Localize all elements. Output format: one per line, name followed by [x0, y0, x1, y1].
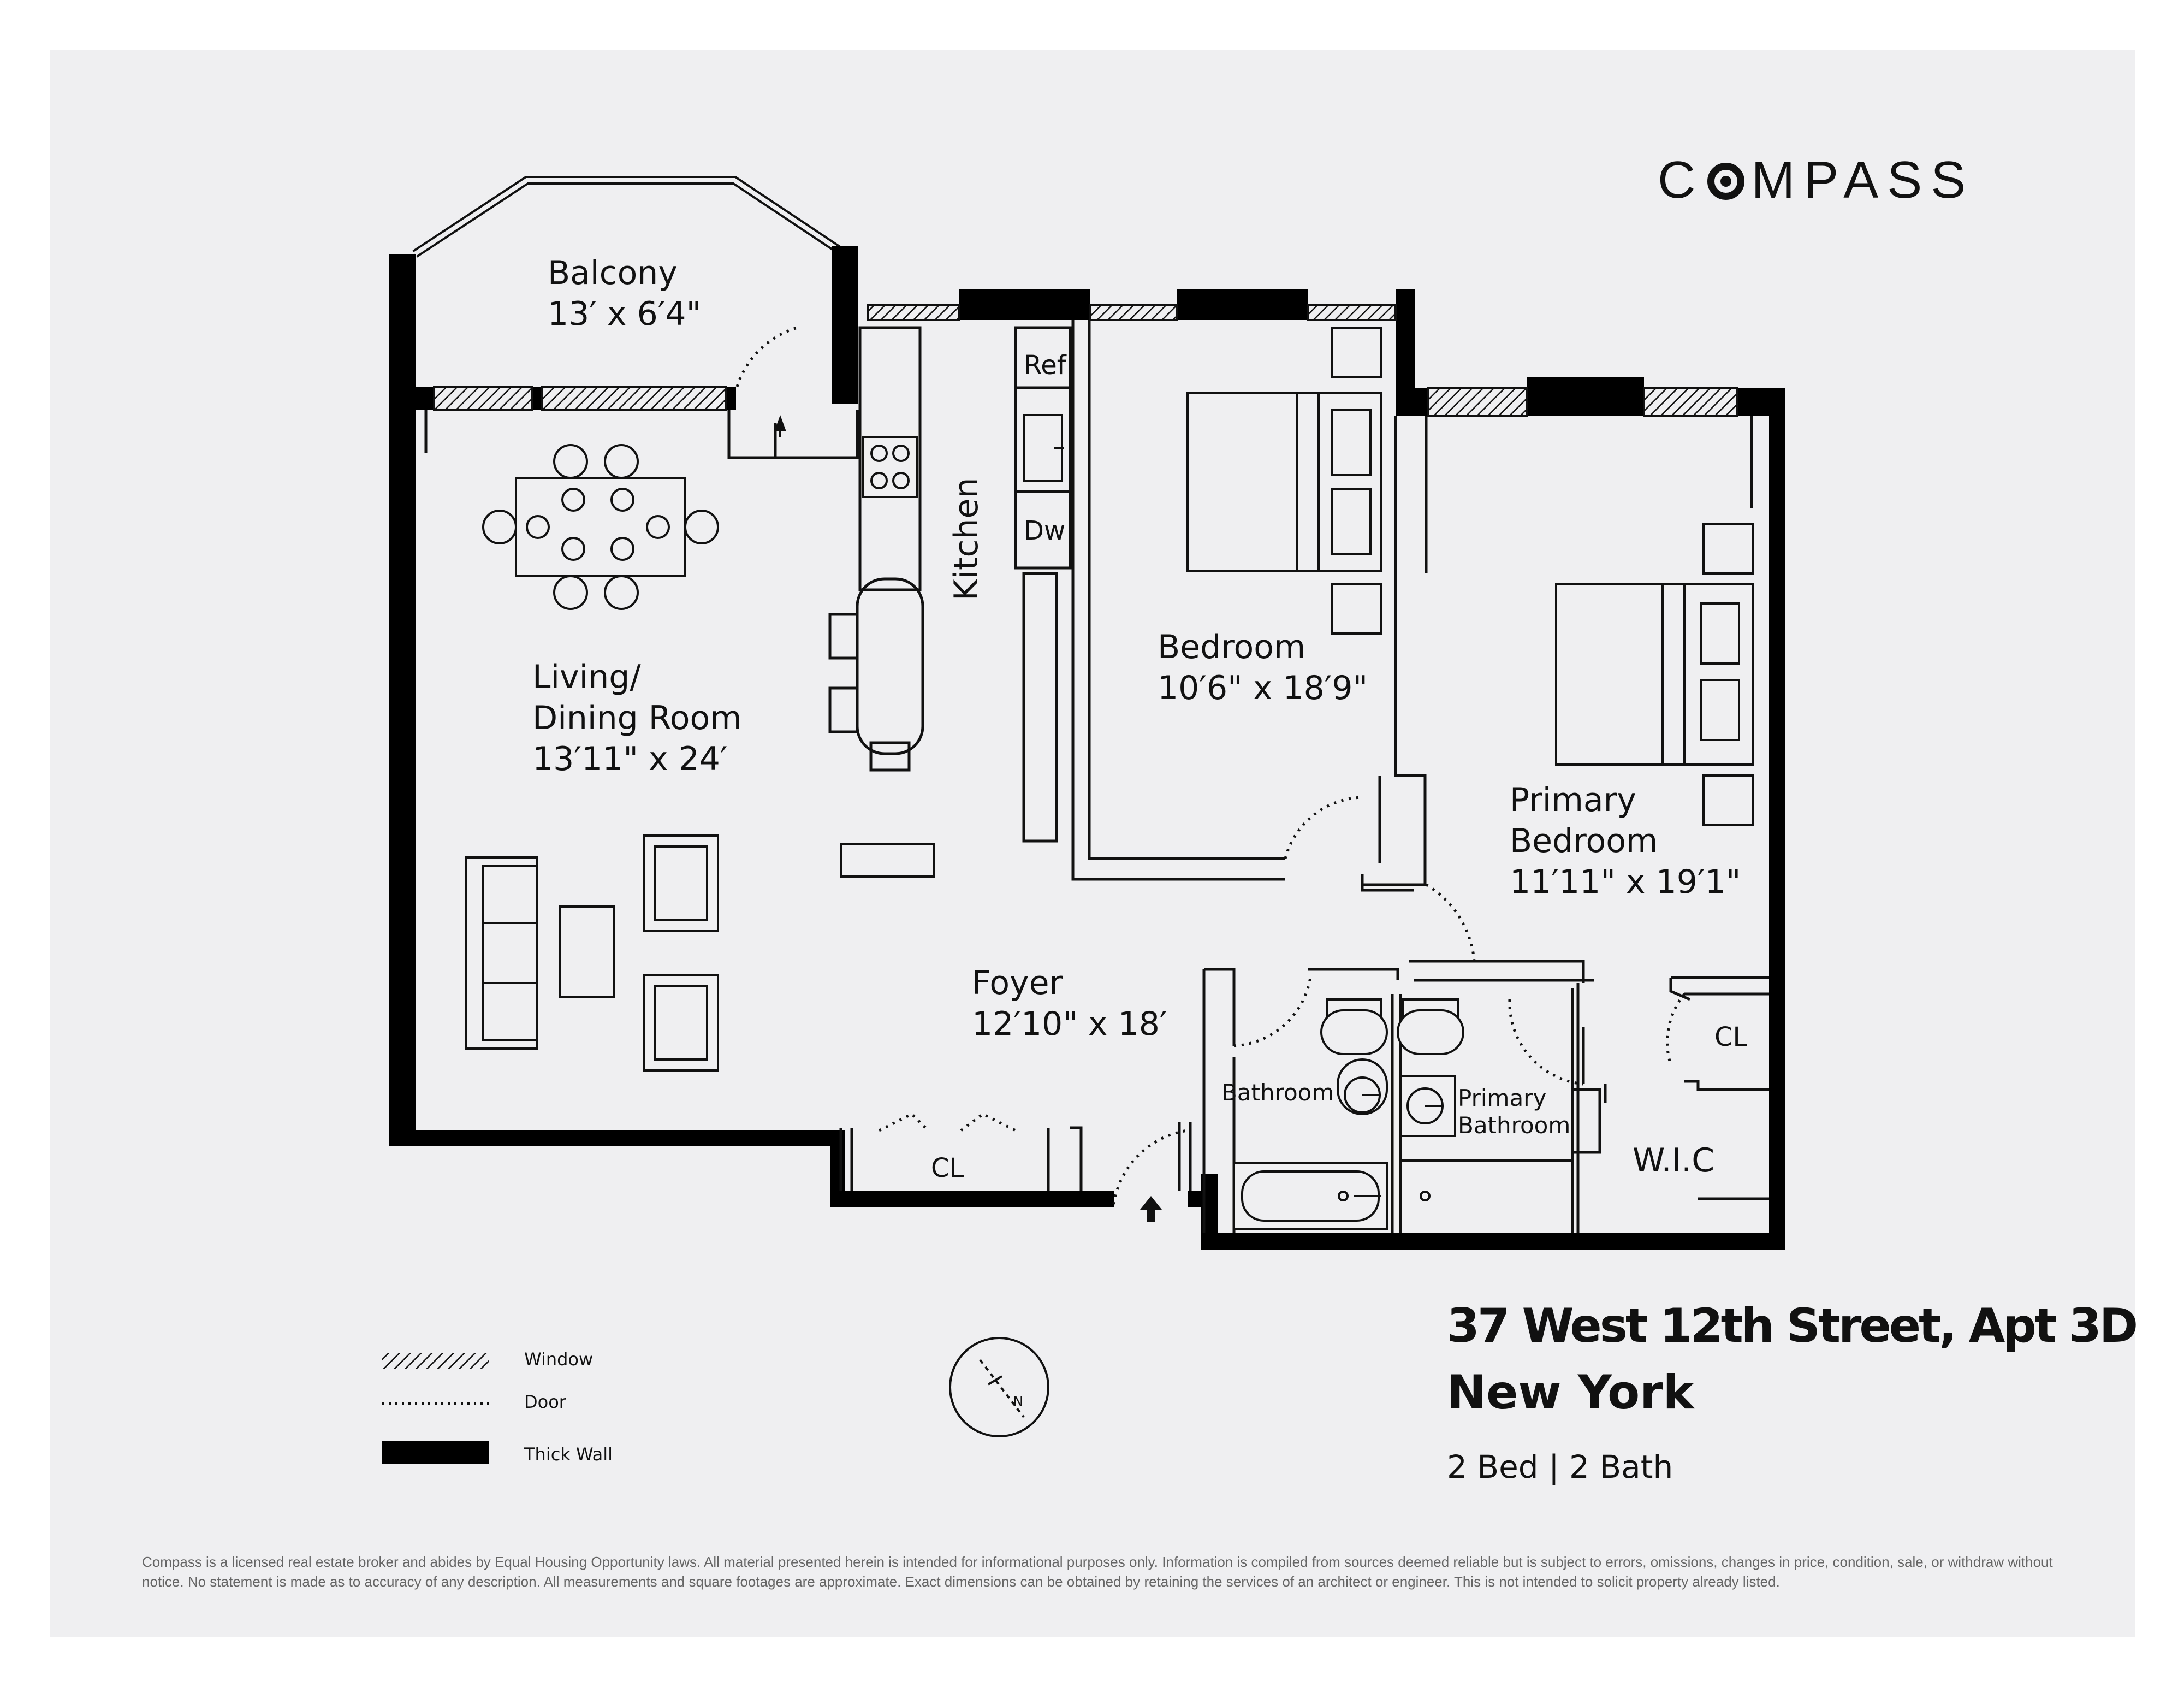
dw-label: Dw [1024, 516, 1065, 546]
stove [862, 436, 918, 498]
living-size: 13′11" x 24′ [532, 740, 728, 778]
living-label: Living/ [532, 658, 641, 696]
doors [735, 326, 1686, 1205]
kitchen-label: Kitchen [947, 478, 986, 601]
unit-summary: 2 Bed | 2 Bath [1447, 1448, 1673, 1485]
legend-door-label: Door [524, 1392, 566, 1412]
address-city: New York [1447, 1365, 1694, 1420]
foyer-size: 12′10" x 18′ [972, 1005, 1167, 1043]
closet-label-foyer: CL [931, 1153, 964, 1183]
address-street: 37 West 12th Street, Apt 3D [1447, 1299, 2138, 1353]
primary-bathroom-label: Primary [1458, 1085, 1546, 1111]
primary-bathroom-label-2: Bathroom [1458, 1112, 1570, 1139]
legend [382, 1353, 489, 1464]
entrance-arrow-icon [774, 415, 1162, 1222]
primary-bedroom-size: 11′11" x 19′1" [1510, 863, 1741, 901]
bedroom-size: 10′6" x 18′9" [1158, 669, 1368, 707]
closet-label-primary: CL [1714, 1022, 1748, 1052]
dining-table [482, 444, 719, 610]
legend-thick-wall-label: Thick Wall [524, 1444, 613, 1465]
sofa [465, 834, 935, 1072]
wic-label: W.I.C [1633, 1141, 1714, 1180]
balcony-outline [412, 176, 844, 258]
bathroom-fixtures [1233, 998, 1572, 1230]
legend-window-label: Window [524, 1349, 594, 1370]
legend-wall-swatch [382, 1441, 489, 1464]
ref-label: Ref [1024, 350, 1067, 381]
kitchen-sink [1023, 414, 1064, 482]
thick-walls [389, 246, 1785, 1250]
bedroom-label: Bedroom [1158, 628, 1305, 666]
bathroom-label: Bathroom [1221, 1079, 1334, 1106]
compass-rose-icon [949, 1337, 1049, 1437]
primary-bed [1555, 523, 1754, 826]
balcony-label: Balcony [548, 254, 678, 292]
windows [433, 304, 1738, 417]
primary-bedroom-label: Primary [1510, 781, 1636, 819]
interior-walls [424, 320, 1769, 1233]
balcony-size: 13′ x 6′4" [548, 295, 701, 333]
primary-bedroom-label-2: Bedroom [1510, 822, 1658, 860]
bedroom-bed [1186, 327, 1382, 635]
legal-disclaimer: Compass is a licensed real estate broker… [142, 1554, 2053, 1590]
compass-north-label: N [1013, 1394, 1023, 1410]
legend-window-swatch [382, 1353, 489, 1369]
foyer-label: Foyer [972, 964, 1063, 1002]
dining-label: Dining Room [532, 699, 742, 737]
